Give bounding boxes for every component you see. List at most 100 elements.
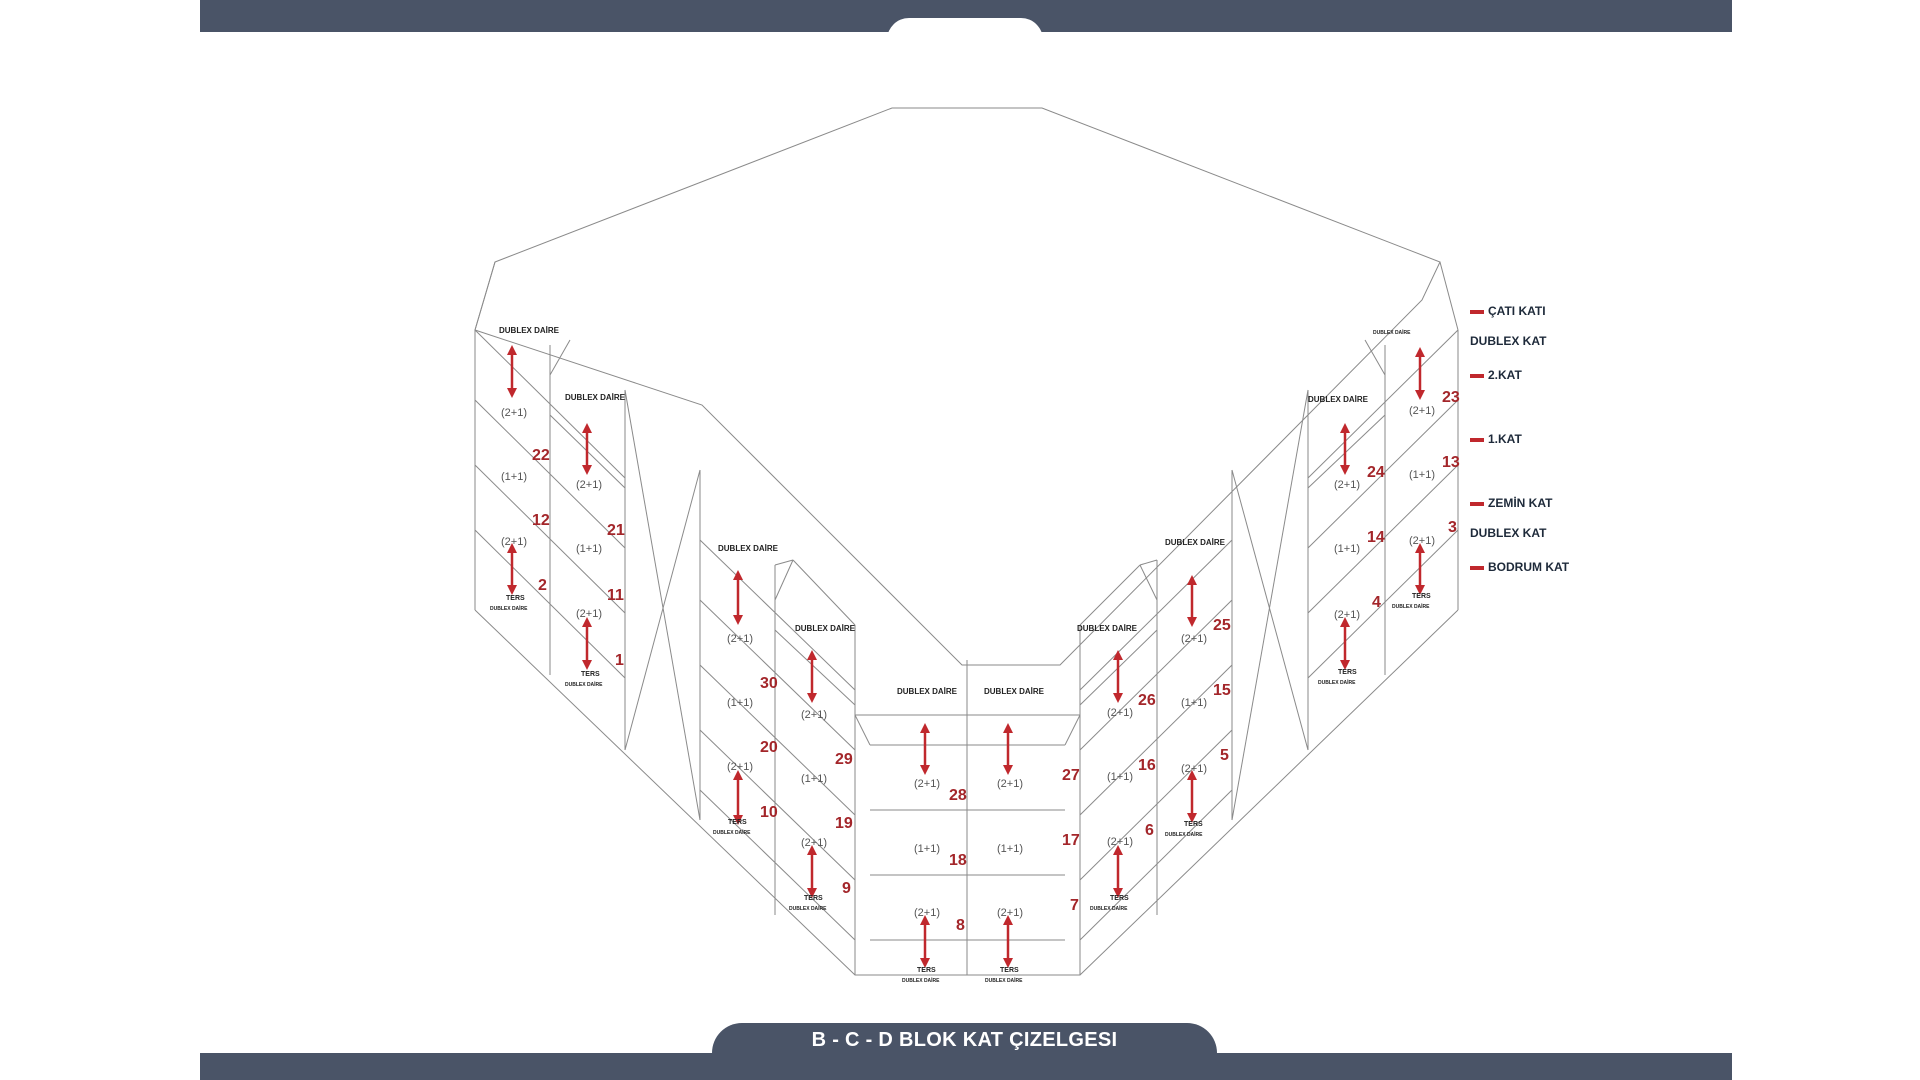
ters-label: TERS xyxy=(917,967,936,974)
unit-number: 19 xyxy=(835,815,853,832)
footer-title: B - C - D BLOK KAT ÇIZELGESI xyxy=(811,1029,1118,1051)
legend-label: DUBLEX KAT xyxy=(1470,526,1547,540)
ters-label: TERS xyxy=(728,819,747,826)
unit-number: 8 xyxy=(956,917,965,934)
dublex-label: DUBLEX DAİRE xyxy=(795,624,856,633)
unit-type: (2+1) xyxy=(1181,633,1207,645)
legend-item: DUBLEX KAT xyxy=(1470,334,1546,348)
unit-type: (1+1) xyxy=(1181,697,1207,709)
unit-type: (2+1) xyxy=(1334,479,1360,491)
ters-dublex-label: DUBLEX DAİRE xyxy=(789,905,827,912)
ters-dublex-label: DUBLEX DAİRE xyxy=(1165,831,1203,838)
unit-number: 11 xyxy=(607,587,624,604)
legend-marker xyxy=(1470,501,1484,506)
unit-number: 14 xyxy=(1367,529,1385,546)
unit-type: (2+1) xyxy=(727,633,753,645)
unit-number: 18 xyxy=(949,852,967,869)
legend-label: 1.KAT xyxy=(1488,432,1522,446)
legend-label: BODRUM KAT xyxy=(1488,560,1570,574)
ters-labels: TERS DUBLEX DAİRE TERS DUBLEX DAİRE TERS… xyxy=(490,593,1431,984)
ters-label: TERS xyxy=(1338,669,1357,676)
unit-type: (2+1) xyxy=(576,608,602,620)
ters-dublex-label: DUBLEX DAİRE xyxy=(985,977,1023,984)
ters-label: TERS xyxy=(1184,821,1203,828)
unit-type: (2+1) xyxy=(1334,609,1360,621)
unit-number: 5 xyxy=(1220,747,1229,764)
dublex-label: DUBLEX DAİRE xyxy=(1373,329,1411,336)
unit-type: (2+1) xyxy=(801,709,827,721)
legend-label: ZEMİN KAT xyxy=(1488,496,1553,510)
unit-type: (1+1) xyxy=(997,843,1023,855)
legend-item: 1.KAT xyxy=(1470,432,1522,446)
unit-type: (2+1) xyxy=(914,778,940,790)
unit-number: 2 xyxy=(538,577,547,594)
dublex-label: DUBLEX DAİRE xyxy=(984,687,1045,696)
unit-number: 30 xyxy=(760,675,778,692)
ters-dublex-label: DUBLEX DAİRE xyxy=(902,977,940,984)
legend-item: 2.KAT xyxy=(1470,368,1522,382)
ters-dublex-label: DUBLEX DAİRE xyxy=(1090,905,1128,912)
legend-marker xyxy=(1470,437,1484,442)
unit-type: (2+1) xyxy=(914,907,940,919)
unit-number: 13 xyxy=(1442,454,1460,471)
legend-marker xyxy=(1470,565,1484,570)
unit-type: (2+1) xyxy=(576,479,602,491)
legend-item: ÇATI KATI xyxy=(1470,304,1546,318)
unit-number: 27 xyxy=(1062,767,1080,784)
unit-type: (2+1) xyxy=(997,907,1023,919)
unit-number: 29 xyxy=(835,751,853,768)
legend-label: DUBLEX KAT xyxy=(1470,334,1547,348)
legend-marker xyxy=(1470,309,1484,314)
unit-type: (2+1) xyxy=(1409,535,1435,547)
unit-number: 1 xyxy=(615,652,624,669)
unit-type: (1+1) xyxy=(1409,469,1435,481)
unit-number: 24 xyxy=(1367,464,1385,481)
legend-label: 2.KAT xyxy=(1488,368,1522,382)
ters-dublex-label: DUBLEX DAİRE xyxy=(565,681,603,688)
ters-label: TERS xyxy=(506,595,525,602)
unit-type: (2+1) xyxy=(501,536,527,548)
ters-dublex-label: DUBLEX DAİRE xyxy=(1318,679,1356,686)
ters-dublex-label: DUBLEX DAİRE xyxy=(713,829,751,836)
unit-type: (1+1) xyxy=(801,773,827,785)
unit-numbers: 22 12 2 21 11 1 30 20 10 29 19 9 28 18 8… xyxy=(532,389,1460,934)
unit-type: (2+1) xyxy=(801,837,827,849)
ters-dublex-label: DUBLEX DAİRE xyxy=(490,605,528,612)
duplex-arrows xyxy=(507,345,1425,968)
legend-item: DUBLEX KAT xyxy=(1470,526,1546,540)
unit-type: (1+1) xyxy=(501,471,527,483)
unit-type: (2+1) xyxy=(1107,707,1133,719)
unit-type: (2+1) xyxy=(997,778,1023,790)
unit-types: (2+1) (1+1) (2+1) (2+1) (1+1) (2+1) (2+1… xyxy=(501,405,1435,919)
unit-number: 15 xyxy=(1213,682,1231,699)
legend-label: ÇATI KATI xyxy=(1488,304,1546,318)
ters-label: TERS xyxy=(1412,593,1431,600)
unit-type: (2+1) xyxy=(1409,405,1435,417)
unit-type: (1+1) xyxy=(727,697,753,709)
dublex-labels: DUBLEX DAİRE DUBLEX DAİRE DUBLEX DAİRE D… xyxy=(499,326,1411,696)
dublex-label: DUBLEX DAİRE xyxy=(565,393,626,402)
header-tab xyxy=(887,18,1043,40)
unit-number: 21 xyxy=(607,522,625,539)
unit-number: 9 xyxy=(842,880,851,897)
footer-tab xyxy=(712,1023,1217,1063)
unit-type: (2+1) xyxy=(1181,763,1207,775)
dublex-label: DUBLEX DAİRE xyxy=(1165,538,1226,547)
unit-number: 22 xyxy=(532,447,550,464)
unit-number: 7 xyxy=(1070,897,1079,914)
building-outline xyxy=(474,107,1459,976)
unit-number: 28 xyxy=(949,787,967,804)
unit-number: 3 xyxy=(1448,519,1457,536)
dublex-label: DUBLEX DAİRE xyxy=(499,326,560,335)
unit-number: 26 xyxy=(1138,692,1156,709)
unit-type: (2+1) xyxy=(501,407,527,419)
legend-item: ZEMİN KAT xyxy=(1470,496,1552,510)
ters-dublex-label: DUBLEX DAİRE xyxy=(1392,603,1430,610)
dublex-label: DUBLEX DAİRE xyxy=(718,544,779,553)
legend-marker xyxy=(1470,373,1484,378)
unit-number: 17 xyxy=(1062,832,1080,849)
dublex-label: DUBLEX DAİRE xyxy=(1308,395,1369,404)
unit-type: (2+1) xyxy=(1107,836,1133,848)
